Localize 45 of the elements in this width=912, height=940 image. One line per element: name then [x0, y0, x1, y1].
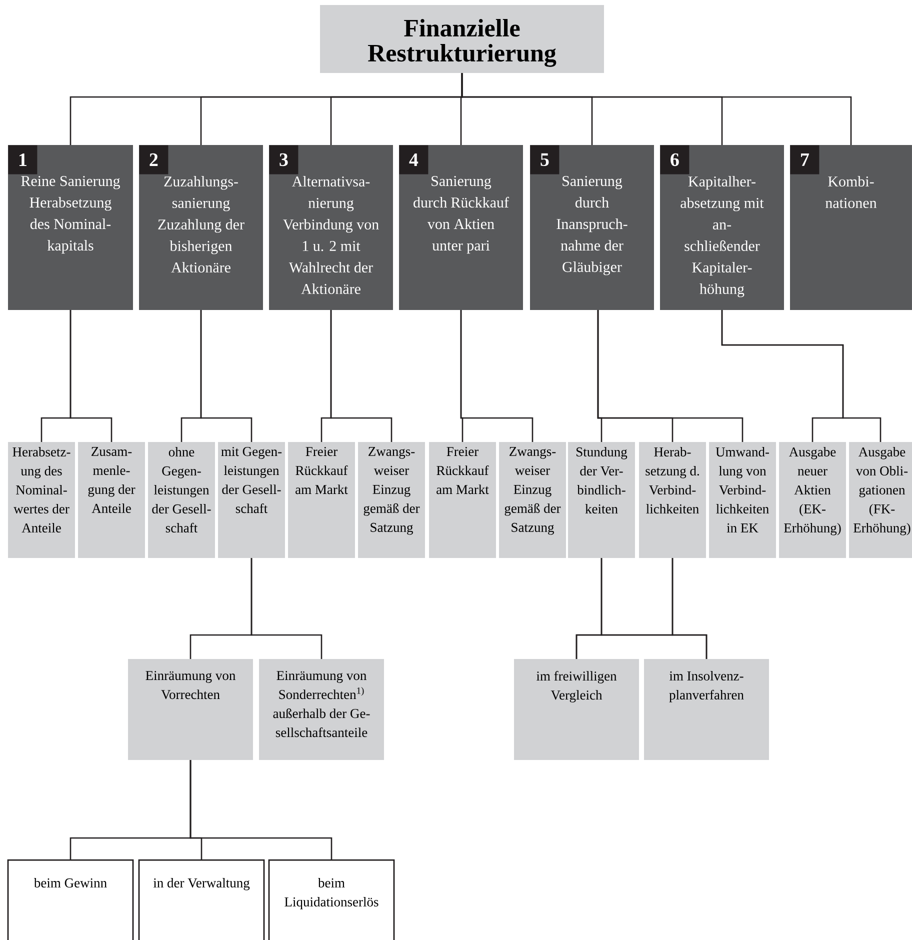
number-badge: 6: [660, 145, 690, 174]
connector-line: [250, 558, 322, 659]
measure-box: Freier Rückkauf am Markt: [288, 442, 355, 558]
category-box: Alternativsa- nierung Verbindung von 1 u. 2 mit Wahlrecht der Aktionäre 3: [269, 145, 393, 310]
number-badge: 3: [269, 145, 298, 174]
category-box: Zuzahlungs- sanierung Zuzahlung der bisherigen Aktionäre 2: [139, 145, 263, 310]
connector-line: [460, 310, 534, 442]
measure-box: Ausgabe neuer Aktien (EK- Erhöhung): [779, 442, 846, 558]
title-box: Finanzielle Restrukturierung: [320, 5, 604, 73]
connector-line: [190, 760, 332, 860]
connector-line: [330, 310, 392, 442]
number-badge: 2: [139, 145, 168, 174]
measure-box: ohne Gegen- leistungen der Gesell- schaft: [148, 442, 215, 558]
category-box: Kapitalher- absetzung mit an- schließender Kapitaler- höhung 6: [660, 145, 784, 310]
category-box: Sanierung durch Inanspruch- nahme der Gläubiger 5: [530, 145, 654, 310]
category-box: Sanierung durch Rückkauf von Aktien unter pari 4: [399, 145, 523, 310]
category-box: Reine Sanierung Herabsetzung des Nominal- kapitals 1: [8, 145, 133, 310]
measure-box: Zusam- menle- gung der Anteile: [78, 442, 145, 558]
measure-box: Zwangs- weiser Einzug gemäß der Satzung: [499, 442, 566, 558]
measure-box: im freiwilligen Vergleich: [514, 659, 639, 760]
option-box: in der Verwaltung: [138, 859, 265, 940]
measure-box: im Insolvenz- planverfahren: [644, 659, 769, 760]
number-badge: 7: [790, 145, 820, 174]
category-box: Kombi- nationen 7: [790, 145, 912, 310]
connector-line: [70, 310, 112, 442]
measure-box: Freier Rückkauf am Markt: [429, 442, 496, 558]
measure-box: Einräumung von Vorrechten: [128, 659, 253, 760]
measure-box: Herab- setzung d. Verbind- lichkeiten: [639, 442, 706, 558]
number-badge: 4: [399, 145, 428, 174]
measure-box: Umwand- lung von Verbind- lichkeiten in EK: [709, 442, 776, 558]
connector-line: [461, 73, 852, 145]
measure-box: Zwangs- weiser Einzug gemäß der Satzung: [358, 442, 425, 558]
measure-box: mit Gegen- leistungen der Gesell- schaft: [218, 442, 285, 558]
measure-box: Einräumung von Sonderrechten$^{1)}$ außerhalb der Ge- sellschaftsanteile: [259, 659, 384, 760]
option-box: beim Liquidationserlös: [268, 859, 395, 940]
option-box: beim Gewinn: [7, 859, 134, 940]
measure-box: Ausgabe von Obli- gationen (FK- Erhöhung): [849, 442, 912, 558]
number-badge: 5: [530, 145, 560, 174]
measure-box: Stundung der Ver- bindlich- keiten: [568, 442, 635, 558]
connector-line: [597, 310, 744, 442]
number-badge: 1: [8, 145, 38, 174]
connector-line: [200, 310, 252, 442]
connector-line: [672, 558, 708, 659]
connector-line: [721, 310, 882, 442]
measure-box: Herabsetz- ung des Nominal- wertes der Anteile: [8, 442, 75, 558]
